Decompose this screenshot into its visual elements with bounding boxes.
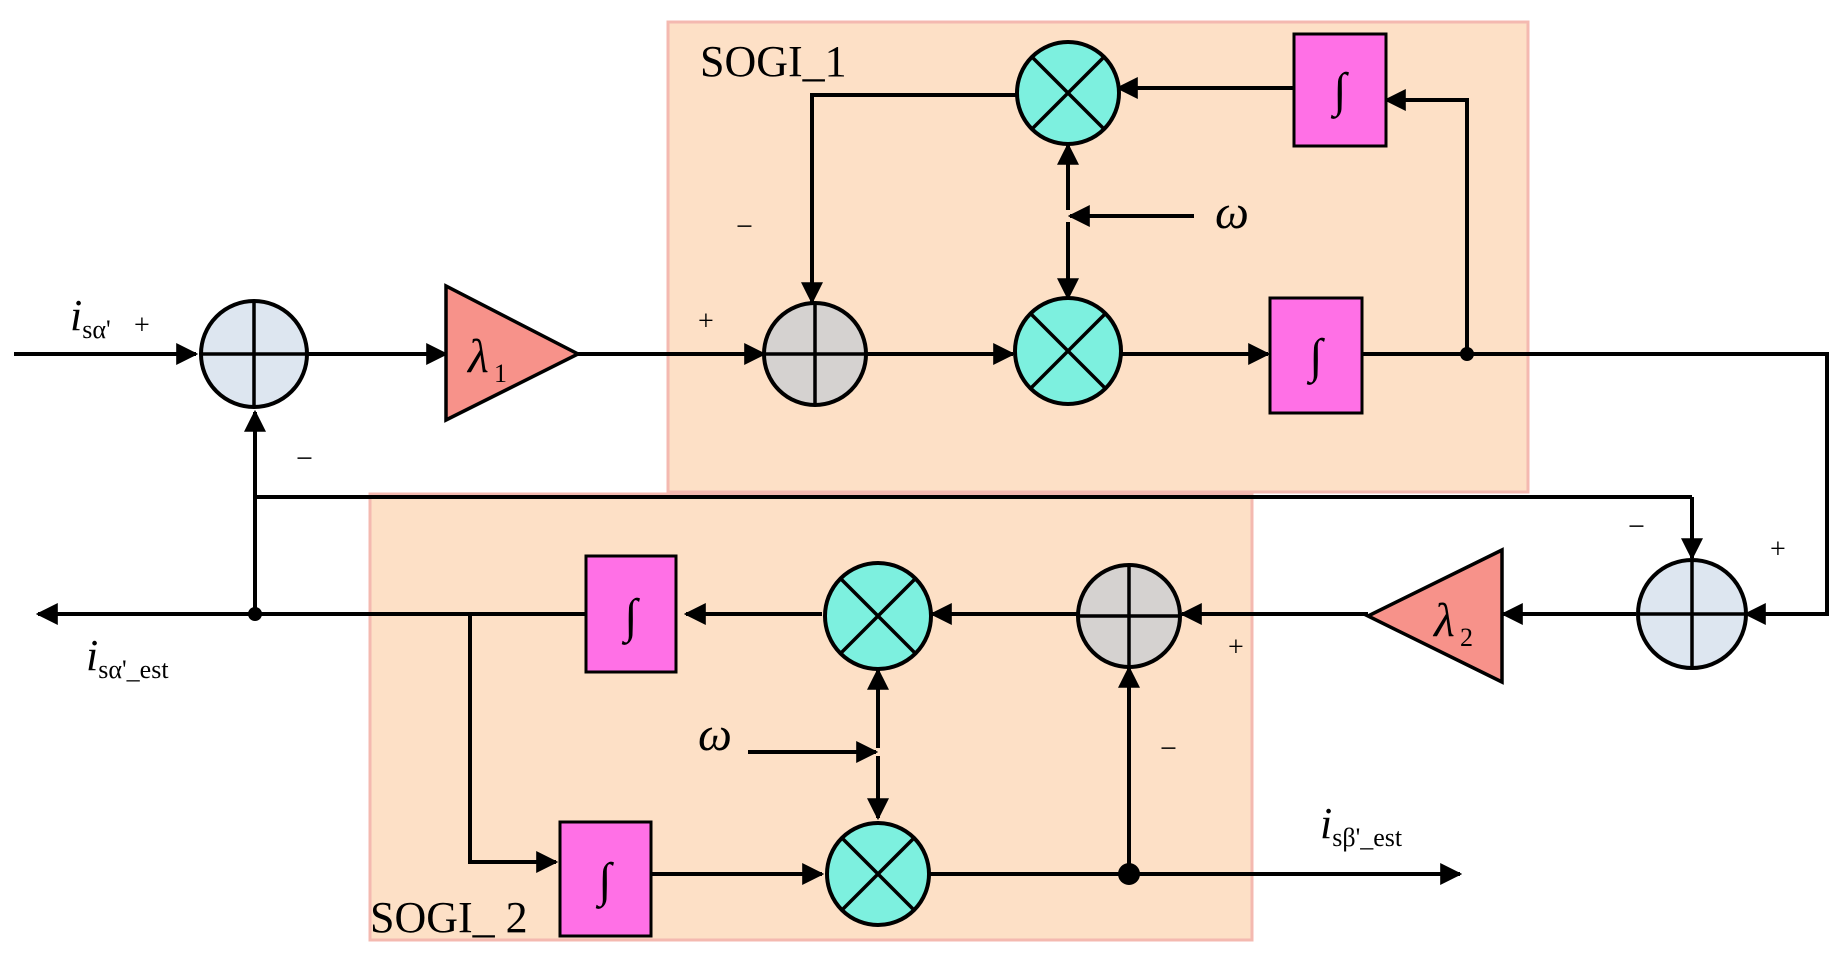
sign-plus-sumA: + [698, 306, 714, 337]
sum-block-right [1636, 558, 1748, 670]
multiplier-sogi1-top [1015, 40, 1121, 146]
junction-beta-out [1118, 863, 1140, 885]
omega-label-sogi1: ω [1215, 186, 1249, 239]
integrator-symbol: ∫ [595, 854, 614, 909]
sign-plus-sumB: + [1228, 632, 1244, 663]
sign-minus-sumA: − [736, 210, 753, 243]
junction-int2-out [1460, 347, 1474, 361]
multiplier-sogi2-top [823, 561, 933, 671]
integrator-sogi2-top: ∫ [584, 554, 678, 674]
sum-block-input [199, 299, 309, 409]
integrator-symbol: ∫ [1330, 64, 1349, 119]
gain-lambda2-symbol: λ [1432, 594, 1455, 647]
wire-mult1-sumA [801, 93, 1017, 305]
output-alpha-label: isα'_est [86, 631, 169, 684]
integrator-symbol: ∫ [621, 590, 640, 645]
sign-minus-sum1: − [296, 442, 313, 475]
wire-int2-sumright [1362, 352, 1829, 625]
multiplier-sogi2-bottom [825, 821, 931, 927]
sum-block-sogi1 [762, 301, 868, 407]
wire-branch-int1 [1383, 89, 1469, 354]
integrator-symbol: ∫ [1306, 330, 1325, 385]
sign-plus-sumright: + [1770, 534, 1786, 565]
omega-label-sogi2: ω [698, 708, 732, 761]
junction-alpha-out [248, 607, 262, 621]
sign-minus-sumB: − [1160, 732, 1177, 765]
wire-branch-int4 [468, 614, 559, 873]
sogi2-title: SOGI_ 2 [370, 893, 528, 942]
output-beta-label: isβ'_est [1320, 799, 1403, 852]
integrator-sogi1-bottom: ∫ [1268, 296, 1364, 415]
gain-lambda1: λ 1 [444, 283, 582, 423]
sum-block-sogi2 [1076, 563, 1182, 669]
gain-lambda1-symbol: λ [466, 330, 489, 383]
input-signal-label: isα' [70, 291, 111, 344]
gain-lambda1-subscript: 1 [494, 359, 507, 388]
gain-lambda2: λ 2 [1364, 547, 1504, 685]
sign-plus-input: + [134, 310, 150, 341]
sign-minus-sumright: − [1628, 510, 1645, 543]
integrator-sogi2-bottom: ∫ [558, 820, 653, 938]
multiplier-sogi1-bottom [1013, 296, 1123, 406]
integrator-sogi1-top: ∫ [1292, 32, 1388, 148]
sogi1-title: SOGI_1 [700, 37, 847, 86]
gain-lambda2-subscript: 2 [1460, 623, 1473, 652]
